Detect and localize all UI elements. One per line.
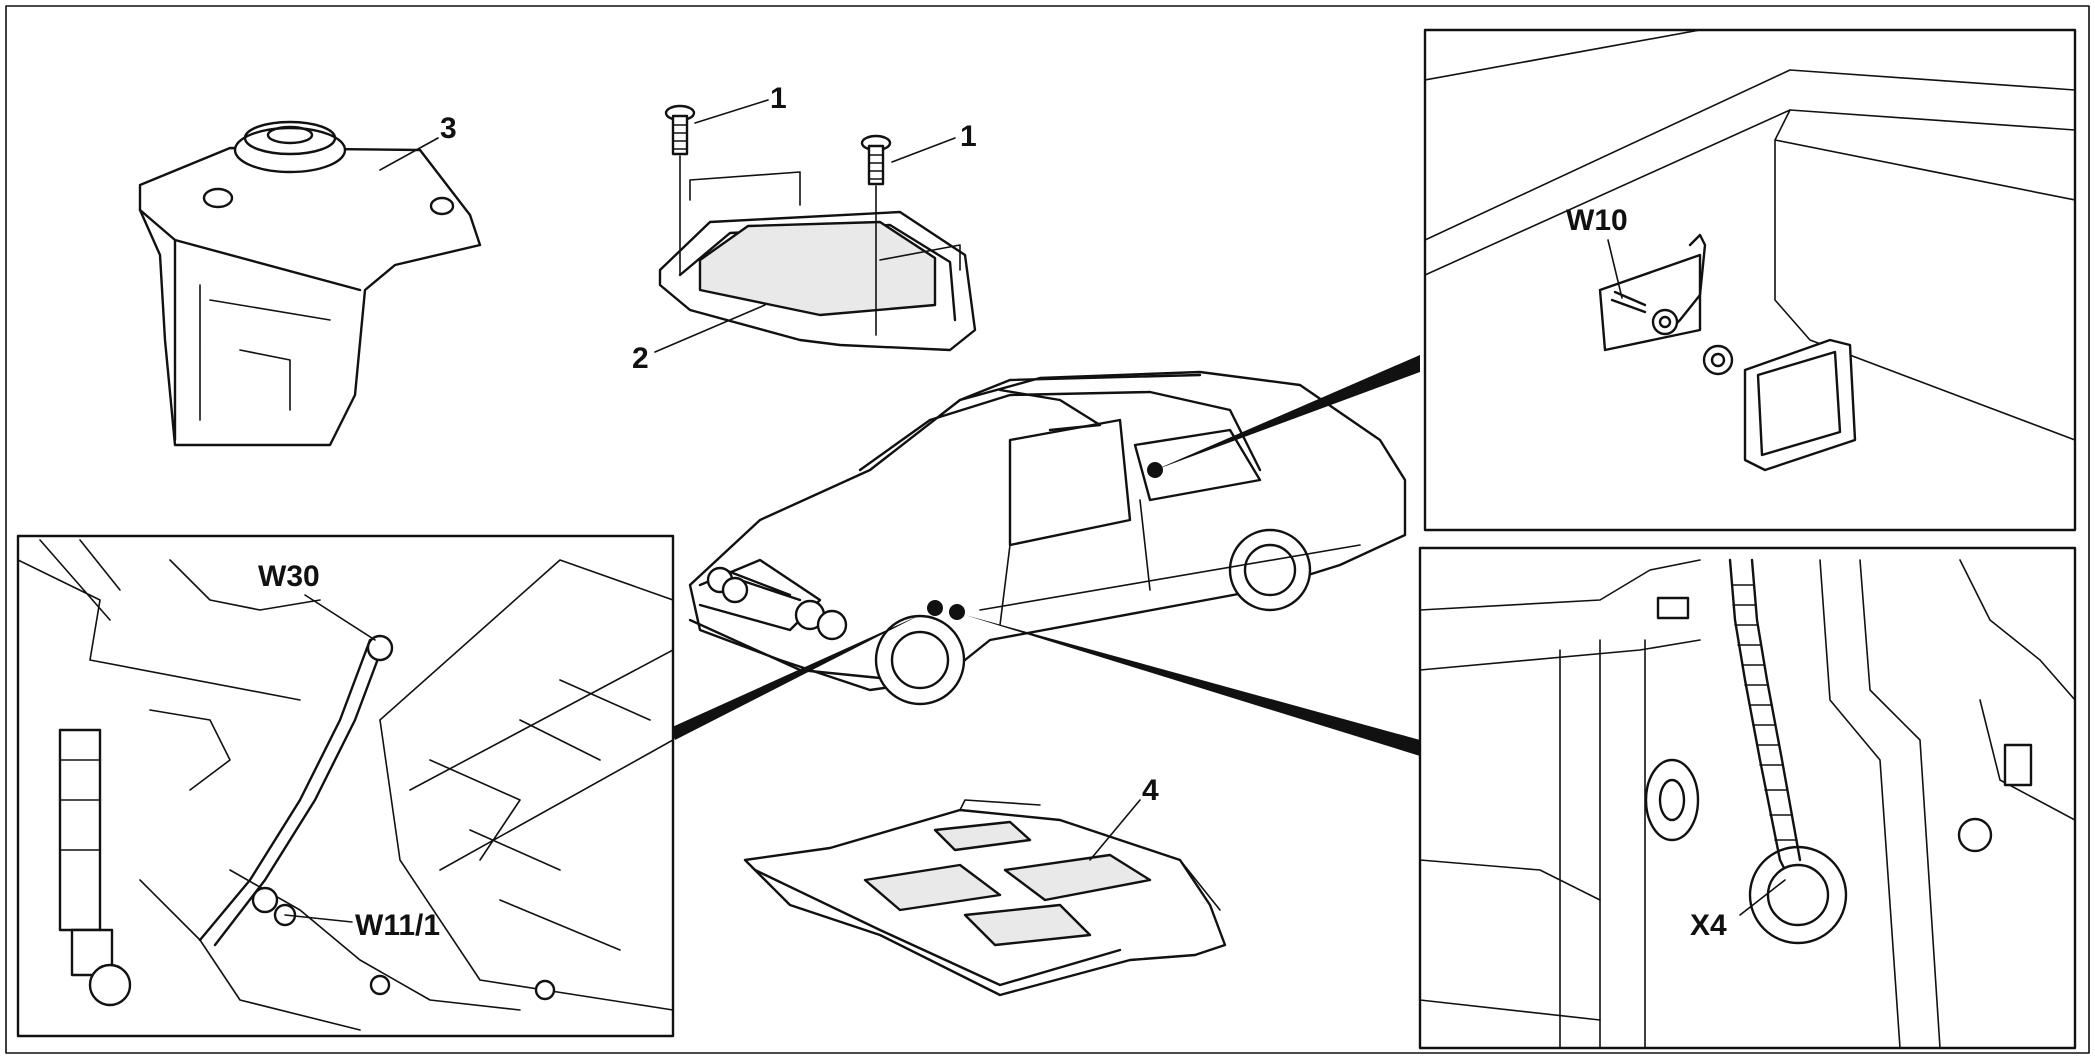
leader-1a bbox=[694, 99, 769, 124]
screw-1-left bbox=[664, 104, 696, 276]
label-part-3: 3 bbox=[440, 112, 457, 145]
pointer-to-w10 bbox=[1155, 355, 1420, 470]
label-part-4: 4 bbox=[1142, 774, 1159, 807]
pointer-to-w30 bbox=[670, 615, 920, 740]
label-part-1b: 1 bbox=[960, 120, 977, 153]
leader-3 bbox=[379, 137, 439, 171]
ground-point-front-dot-b bbox=[949, 604, 965, 620]
pointer-to-x4 bbox=[965, 615, 1420, 756]
label-w10: W10 bbox=[1566, 204, 1628, 237]
vehicle-sedan-drawing bbox=[688, 370, 1407, 706]
label-part-1a: 1 bbox=[770, 82, 787, 115]
label-x4: X4 bbox=[1690, 909, 1727, 942]
label-w11-1: W11/1 bbox=[355, 909, 440, 942]
leader-4 bbox=[1089, 799, 1141, 861]
leader-2 bbox=[654, 304, 766, 353]
part-4-underbody-panel-drawing bbox=[743, 799, 1227, 997]
leader-x4 bbox=[1739, 879, 1786, 916]
detail-panel-w10 bbox=[1423, 28, 2077, 532]
detail-panel-x4 bbox=[1418, 546, 2077, 1050]
detail-panel-w30-w11 bbox=[16, 534, 675, 1038]
leader-w30 bbox=[304, 594, 376, 641]
leader-w11-1 bbox=[284, 914, 353, 923]
leader-1b bbox=[891, 137, 956, 163]
label-w30: W30 bbox=[258, 560, 320, 593]
part-3-bracket-drawing bbox=[138, 120, 482, 447]
screw-1-right bbox=[860, 134, 892, 336]
outer-frame bbox=[5, 5, 2090, 1054]
label-part-2: 2 bbox=[632, 342, 649, 375]
part-2-control-module-drawing bbox=[658, 171, 977, 352]
ground-point-front-dot-a bbox=[927, 600, 943, 616]
leader-w10 bbox=[1607, 239, 1623, 299]
